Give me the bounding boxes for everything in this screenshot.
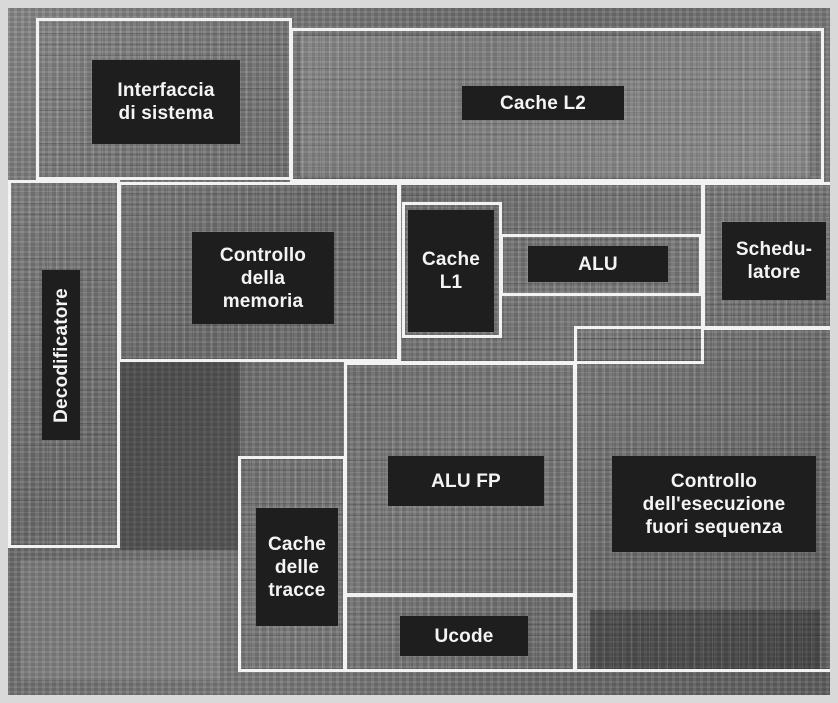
decoder-label: Decodificatore <box>42 270 80 440</box>
trace-cache-label: Cache delle tracce <box>256 508 338 626</box>
alu-label: ALU <box>528 246 668 282</box>
alu-region <box>500 234 702 296</box>
scheduler-label: Schedu- latore <box>722 222 826 300</box>
fp-alu-label: ALU FP <box>388 456 544 506</box>
ucode-label: Ucode <box>400 616 528 656</box>
memory-control-label: Controllo della memoria <box>192 232 334 324</box>
system-interface-label: Interfaccia di sistema <box>92 60 240 144</box>
die-bright-patch <box>20 560 220 680</box>
die-shadow-patch <box>120 360 240 550</box>
l1-cache-label: Cache L1 <box>408 210 494 332</box>
decoder-label-text: Decodificatore <box>50 287 72 423</box>
out-of-order-control-label: Controllo dell'esecuzione fuori sequenza <box>612 456 816 552</box>
die-shadow-patch <box>590 610 820 670</box>
l2-cache-label: Cache L2 <box>462 86 624 120</box>
